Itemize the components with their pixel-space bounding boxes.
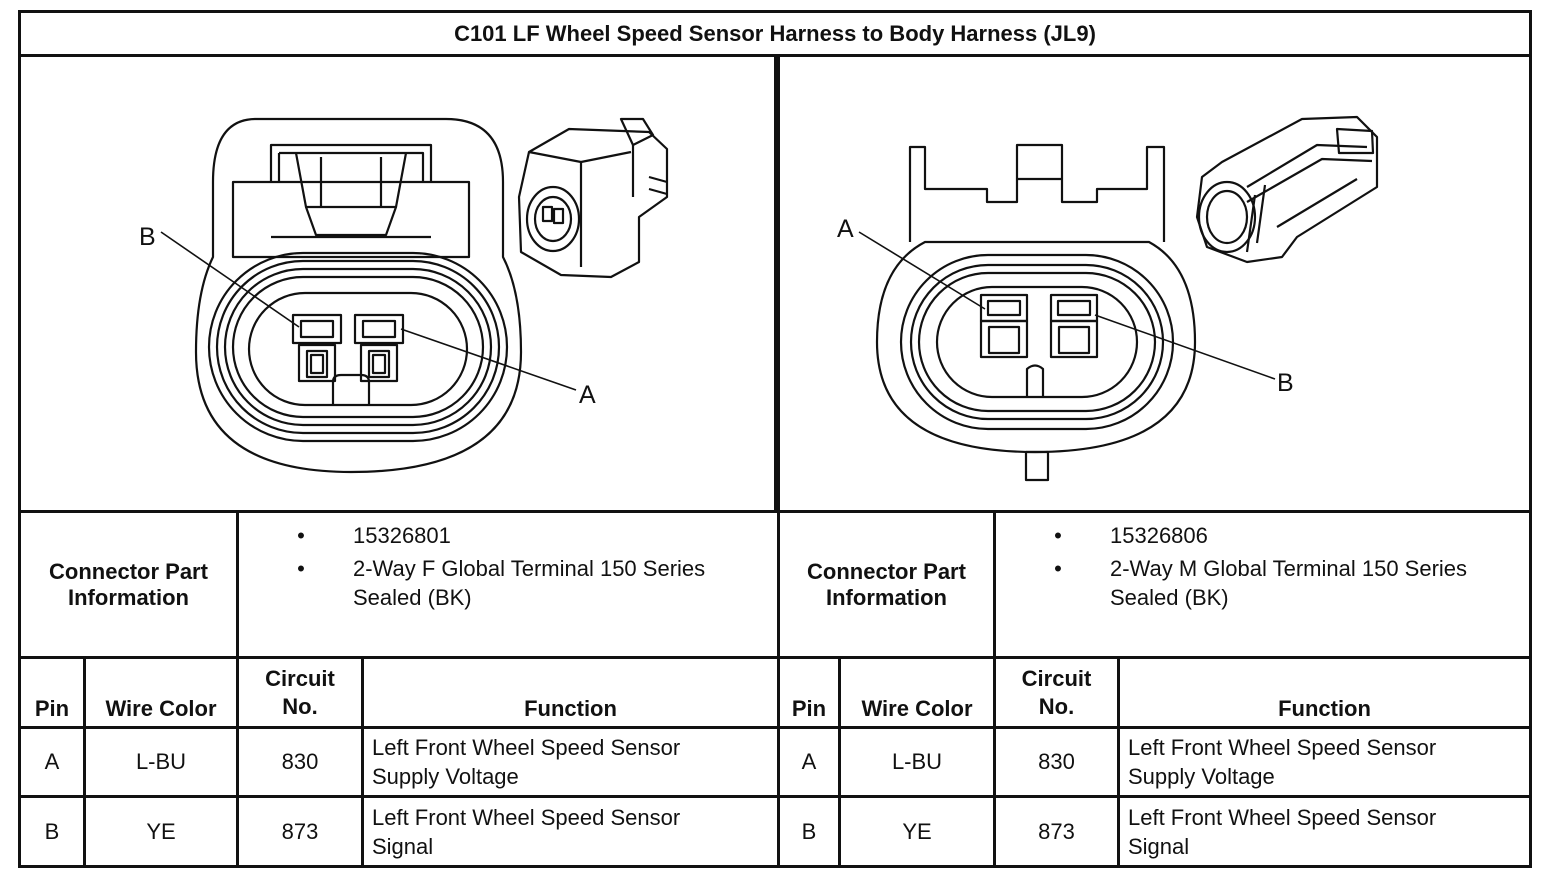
table-row-pin: A xyxy=(801,749,817,774)
sheet-title: C101 LF Wheel Speed Sensor Harness to Bo… xyxy=(21,13,1529,57)
part-description-line1: 2-Way F Global Terminal 150 Series xyxy=(353,556,706,581)
header-circuit-no: Circuit No. xyxy=(239,659,361,726)
connector-sheet: C101 LF Wheel Speed Sensor Harness to Bo… xyxy=(18,10,1532,868)
header-circuit-line1: Circuit xyxy=(1021,665,1092,691)
function-line1: Left Front Wheel Speed Sensor xyxy=(1128,804,1437,830)
function-line1: Left Front Wheel Speed Sensor xyxy=(372,735,681,760)
header-function: Function xyxy=(524,696,617,721)
bullet: • xyxy=(297,556,305,581)
left-info-divider xyxy=(236,510,239,865)
left-circuit-divider xyxy=(361,656,364,865)
left-pin-divider xyxy=(83,656,86,865)
info-label-line2: Information xyxy=(68,584,189,610)
table-row-circuit: 830 xyxy=(1038,749,1075,774)
header-wire-color: Wire Color xyxy=(861,696,973,721)
header-wire-color: Wire Color xyxy=(105,696,217,721)
bullet: • xyxy=(297,523,305,548)
bullet: • xyxy=(1054,556,1062,581)
table-row-wire-color: L-BU xyxy=(135,749,187,774)
table-row-pin: B xyxy=(44,818,60,844)
table-row-pin: B xyxy=(801,818,817,844)
info-label-line2: Information xyxy=(826,584,947,610)
header-circuit-line2: No. xyxy=(1038,693,1075,719)
divider-table-top xyxy=(21,656,1529,659)
table-row-function: Left Front Wheel Speed Sensor Supply Vol… xyxy=(364,729,777,795)
header-pin: Pin xyxy=(791,696,827,721)
function-line1: Left Front Wheel Speed Sensor xyxy=(372,804,681,830)
part-number: 15326801 xyxy=(353,523,451,548)
connector-part-info: • 15326801 • 2-Way F Global Terminal 150 S… xyxy=(291,521,705,612)
bullet: • xyxy=(1054,523,1062,548)
part-description-line1: 2-Way M Global Terminal 150 Series xyxy=(1110,556,1468,581)
table-row-function: Left Front Wheel Speed Sensor Signal xyxy=(364,798,777,865)
function-line2: Supply Voltage xyxy=(1128,764,1275,789)
divider-header-bottom xyxy=(21,726,1529,729)
table-row-pin: A xyxy=(44,749,60,774)
info-label-line1: Connector Part xyxy=(807,558,966,584)
part-number: 15326806 xyxy=(1110,523,1208,548)
connector-part-info-label: Connector Part Information xyxy=(21,513,236,656)
header-circuit-line2: No. xyxy=(282,693,318,719)
part-description-line2: Sealed (BK) xyxy=(1110,585,1229,610)
table-row-wire-color: YE xyxy=(902,818,932,844)
header-function: Function xyxy=(1278,696,1371,721)
right-circuit-divider xyxy=(1117,656,1120,865)
divider-info-top xyxy=(21,510,1529,513)
divider-row-a xyxy=(21,795,1529,798)
part-number-item: • 15326801 xyxy=(291,521,705,550)
male-connector-view: A B xyxy=(777,57,1529,511)
function-line2: Supply Voltage xyxy=(372,764,519,789)
function-line2: Signal xyxy=(1128,833,1190,859)
connector-part-info-label: Connector Part Information xyxy=(780,513,993,656)
table-row-function: Left Front Wheel Speed Sensor Signal xyxy=(1120,798,1529,865)
female-connector-drawing: B A xyxy=(139,117,669,474)
male-connector-drawing: A B xyxy=(837,115,1379,482)
center-divider xyxy=(777,57,780,865)
right-pin-divider xyxy=(838,656,841,865)
pin-label-lower: B xyxy=(1277,369,1294,397)
table-row-circuit: 830 xyxy=(281,749,319,774)
function-line1: Left Front Wheel Speed Sensor xyxy=(1128,735,1437,760)
table-row-function: Left Front Wheel Speed Sensor Supply Vol… xyxy=(1120,729,1529,795)
header-circuit-line1: Circuit xyxy=(265,665,335,691)
function-line2: Signal xyxy=(372,833,434,859)
table-row-wire-color: L-BU xyxy=(891,749,943,774)
pin-label-upper: B xyxy=(139,223,156,251)
header-pin: Pin xyxy=(34,696,70,721)
pin-label-upper: A xyxy=(837,215,854,243)
table-row-circuit: 873 xyxy=(1038,818,1075,844)
right-info-divider xyxy=(993,510,996,865)
female-connector-view: B A xyxy=(21,57,777,511)
connector-part-info: • 15326806 • 2-Way M Global Terminal 150 S… xyxy=(1048,521,1467,612)
table-row-circuit: 873 xyxy=(281,818,319,844)
header-circuit-no: Circuit No. xyxy=(996,659,1117,726)
part-number-item: • 15326806 xyxy=(1048,521,1467,550)
table-row-wire-color: YE xyxy=(146,818,176,844)
part-description-line2: Sealed (BK) xyxy=(353,585,472,610)
pin-label-lower: A xyxy=(579,381,596,409)
info-label-line1: Connector Part xyxy=(49,558,208,584)
